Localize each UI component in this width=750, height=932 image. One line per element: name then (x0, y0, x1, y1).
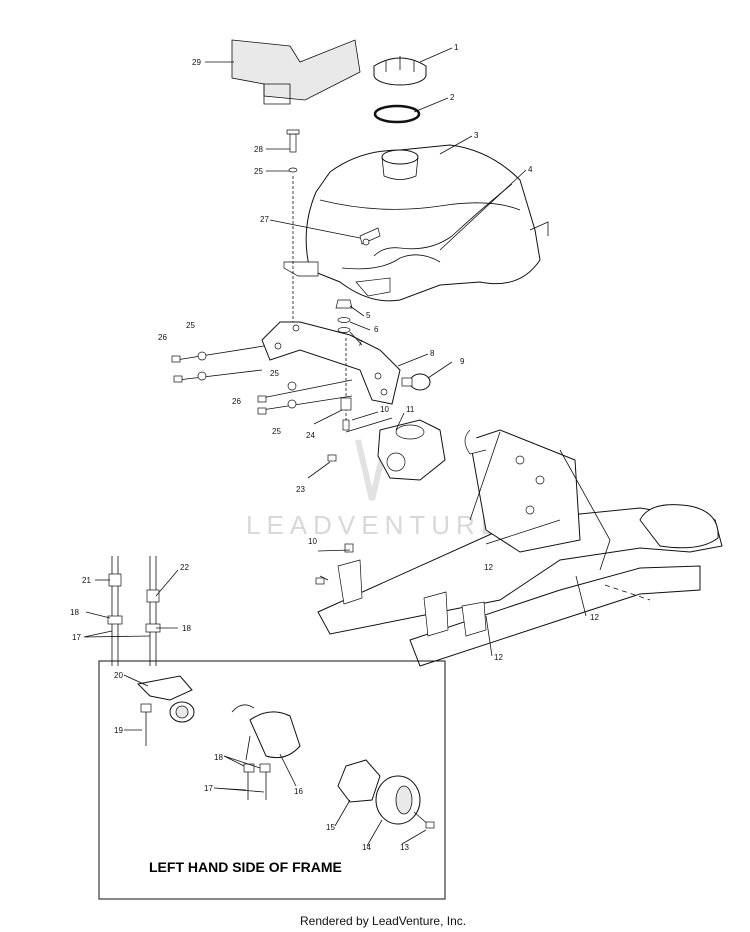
callout-19: 19 (114, 726, 123, 735)
o-ring-part (373, 104, 421, 124)
callout-27: 27 (260, 215, 269, 224)
callout-20: 20 (114, 671, 123, 680)
callout-12b: 12 (590, 613, 599, 622)
frame-part (315, 429, 723, 667)
callout-15: 15 (326, 823, 335, 832)
fuel-cap-part (373, 56, 427, 86)
tank-bracket-part (261, 321, 401, 405)
vent-hose-part (373, 183, 513, 257)
fuel-tank-part (283, 144, 549, 302)
callout-5: 5 (366, 311, 371, 320)
grommet-part (401, 373, 431, 391)
callout-23: 23 (296, 485, 305, 494)
mount-nut-washers (335, 299, 353, 333)
inset-parts (136, 675, 435, 829)
fuel-valve-assembly-part (327, 417, 446, 481)
callout-24: 24 (306, 431, 315, 440)
tank-hardware (286, 129, 381, 330)
callout-21: 21 (82, 576, 91, 585)
leader-lines (83, 47, 587, 847)
inset-title: LEFT HAND SIDE OF FRAME (149, 859, 342, 875)
foam-pad-part (231, 39, 361, 105)
inset-frame (98, 660, 446, 900)
callout-26b: 26 (232, 397, 241, 406)
callout-12c: 12 (494, 653, 503, 662)
callout-9: 9 (460, 357, 465, 366)
callout-13: 13 (400, 843, 409, 852)
callout-8: 8 (430, 349, 435, 358)
callout-6: 6 (374, 325, 379, 334)
callout-29: 29 (192, 58, 201, 67)
mount-stud-spacer (340, 338, 352, 431)
callout-12a: 12 (484, 563, 493, 572)
fuel-lines-part (107, 556, 161, 666)
callout-18b: 18 (182, 624, 191, 633)
callout-2: 2 (450, 93, 455, 102)
watermark-logo: LEADVENTURE (246, 439, 504, 540)
callout-22: 22 (180, 563, 189, 572)
callout-11: 11 (406, 405, 415, 414)
callout-labels: 1 2 3 4 29 28 25 27 5 6 7 8 9 25 26 25 2… (70, 43, 599, 852)
callout-10a: 10 (380, 405, 389, 414)
callout-28: 28 (254, 145, 263, 154)
footer-credit: Rendered by LeadVenture, Inc. (300, 914, 466, 928)
callout-25b: 25 (186, 321, 195, 330)
callout-4: 4 (528, 165, 533, 174)
callout-1: 1 (454, 43, 459, 52)
watermark-text: LEADVENTURE (246, 510, 504, 540)
callout-17a: 17 (72, 633, 81, 642)
callout-25a: 25 (254, 167, 263, 176)
bracket-bolts (171, 345, 353, 415)
callout-25c: 25 (270, 369, 279, 378)
callout-14: 14 (362, 843, 371, 852)
callout-18c: 18 (214, 753, 223, 762)
callout-18a: 18 (70, 608, 79, 617)
callout-7: 7 (358, 339, 363, 348)
callout-26a: 26 (158, 333, 167, 342)
callout-16: 16 (294, 787, 303, 796)
callout-25d: 25 (272, 427, 281, 436)
callout-17b: 17 (204, 784, 213, 793)
callout-10b: 10 (308, 537, 317, 546)
callout-3: 3 (474, 131, 479, 140)
